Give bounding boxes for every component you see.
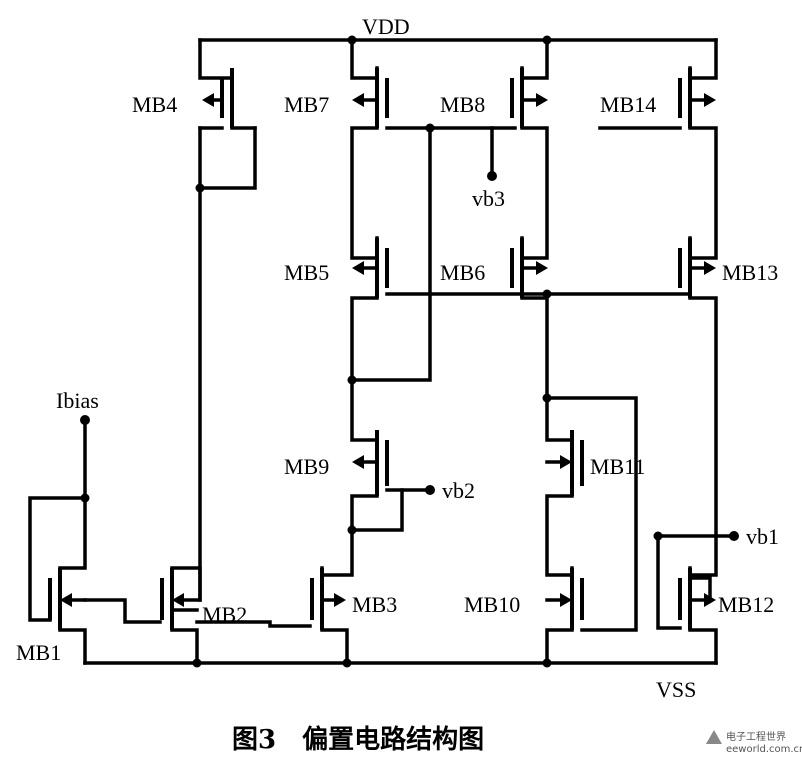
vss-label: VSS bbox=[656, 677, 696, 702]
vdd-rail-left-drop bbox=[198, 38, 232, 80]
mb7-gate-feedback bbox=[350, 126, 432, 382]
arrow-icon bbox=[560, 593, 572, 607]
mb7-source-wire bbox=[350, 38, 379, 80]
arrow-icon bbox=[704, 93, 716, 107]
mb9-mb3-link bbox=[320, 528, 354, 577]
mb8-source-wire bbox=[520, 38, 549, 80]
transistor-mb14 bbox=[678, 68, 716, 128]
node-dot bbox=[542, 393, 552, 403]
watermark-url: eeworld.com.cn bbox=[726, 744, 802, 755]
arrow-icon bbox=[536, 261, 548, 275]
arrow-icon bbox=[704, 261, 716, 275]
mb10-source-wire bbox=[545, 628, 574, 665]
vb1-label: vb1 bbox=[746, 524, 779, 549]
transistor-mb8 bbox=[510, 68, 548, 128]
node-dot bbox=[347, 375, 357, 385]
mb2-mb3-gate-line bbox=[195, 620, 312, 628]
mb14-label: MB14 bbox=[600, 92, 656, 117]
mb3-label: MB3 bbox=[352, 592, 397, 617]
watermark-brand: 电子工程世界 bbox=[726, 730, 786, 743]
arrow-icon bbox=[560, 455, 572, 469]
node-dot bbox=[542, 658, 552, 668]
node-dot bbox=[542, 289, 552, 299]
mb9-diode bbox=[350, 488, 404, 532]
transistor-mb9 bbox=[352, 430, 389, 496]
node-dot bbox=[542, 35, 552, 45]
transistor-mb5 bbox=[352, 238, 389, 298]
mb2-source-wire bbox=[170, 628, 199, 665]
vb2-label: vb2 bbox=[442, 478, 475, 503]
arrow-icon bbox=[60, 593, 72, 607]
mb1-gate-wire bbox=[28, 496, 87, 622]
vdd-label: VDD bbox=[362, 14, 410, 39]
mb2-mb3-gate-link bbox=[170, 598, 199, 612]
mb12-label: MB12 bbox=[718, 592, 774, 617]
transistor-mb2 bbox=[160, 568, 199, 630]
mb4-label: MB4 bbox=[132, 92, 177, 117]
transistor-mb3 bbox=[310, 568, 346, 630]
mb5-label: MB5 bbox=[284, 260, 329, 285]
mb14-source-wire bbox=[688, 38, 718, 80]
mb1-source-wire bbox=[58, 628, 87, 665]
eeworld-logo: 电子工程世界 eeworld.com.cn bbox=[706, 730, 802, 755]
mb8-drain-wire bbox=[520, 126, 549, 260]
figure-caption: 图3 偏置电路结构图 bbox=[232, 724, 484, 755]
mb7-label: MB7 bbox=[284, 92, 329, 117]
mb1-label: MB1 bbox=[16, 640, 61, 665]
mb11-label: MB11 bbox=[590, 454, 645, 479]
arrow-icon bbox=[352, 261, 364, 275]
arrow-icon bbox=[352, 455, 364, 469]
node-dot bbox=[195, 183, 205, 193]
transistor-mb10 bbox=[545, 568, 584, 630]
transistor-mb1 bbox=[48, 568, 87, 630]
vb2-terminal bbox=[425, 485, 435, 495]
transistor-mb4 bbox=[202, 68, 257, 130]
arrow-icon bbox=[536, 93, 548, 107]
arrow-icon bbox=[202, 93, 214, 107]
mb6-label: MB6 bbox=[440, 260, 485, 285]
mb3-source-wire bbox=[320, 628, 349, 665]
transistor-mb6 bbox=[510, 238, 548, 298]
mb12-source-wire bbox=[688, 628, 718, 665]
node-dot bbox=[80, 493, 90, 503]
arrow-icon bbox=[334, 593, 346, 607]
mb8-label: MB8 bbox=[440, 92, 485, 117]
node-dot bbox=[192, 658, 202, 668]
mb2-drain-wire bbox=[170, 566, 202, 602]
mb13-label: MB13 bbox=[722, 260, 778, 285]
arrow-icon bbox=[352, 93, 364, 107]
node-dot bbox=[347, 35, 357, 45]
mb11-gate-feedback bbox=[545, 396, 638, 632]
logo-icon bbox=[706, 730, 722, 744]
vb3-label: vb3 bbox=[472, 186, 505, 211]
ibias-wire bbox=[58, 418, 87, 570]
mb9-label: MB9 bbox=[284, 454, 329, 479]
mb6-drain-wire bbox=[520, 296, 574, 442]
ibias-label: Ibias bbox=[56, 388, 99, 413]
mb7-drain-wire bbox=[350, 126, 379, 260]
mb10-label: MB10 bbox=[464, 592, 520, 617]
mb2-label: MB2 bbox=[202, 602, 247, 627]
mb1-mb2-gate-link bbox=[83, 598, 162, 624]
transistor-mb7 bbox=[352, 68, 389, 128]
mb12-gate-wire bbox=[656, 534, 682, 630]
node-dot bbox=[425, 123, 435, 133]
vb3-terminal bbox=[487, 171, 497, 181]
mb12-diode bbox=[688, 576, 712, 602]
mb11-drain-wire bbox=[545, 494, 574, 577]
mb5-drain-wire bbox=[350, 296, 379, 442]
mb13-drain-wire bbox=[688, 296, 718, 577]
arrow-icon bbox=[172, 593, 184, 607]
transistor-mb13 bbox=[678, 238, 716, 298]
vb1-terminal bbox=[729, 531, 739, 541]
mb4-diode-wire bbox=[198, 126, 257, 190]
transistor-mb11 bbox=[545, 430, 584, 496]
mb14-drain-wire bbox=[688, 126, 718, 260]
node-dot bbox=[342, 658, 352, 668]
node-dot bbox=[347, 525, 357, 535]
